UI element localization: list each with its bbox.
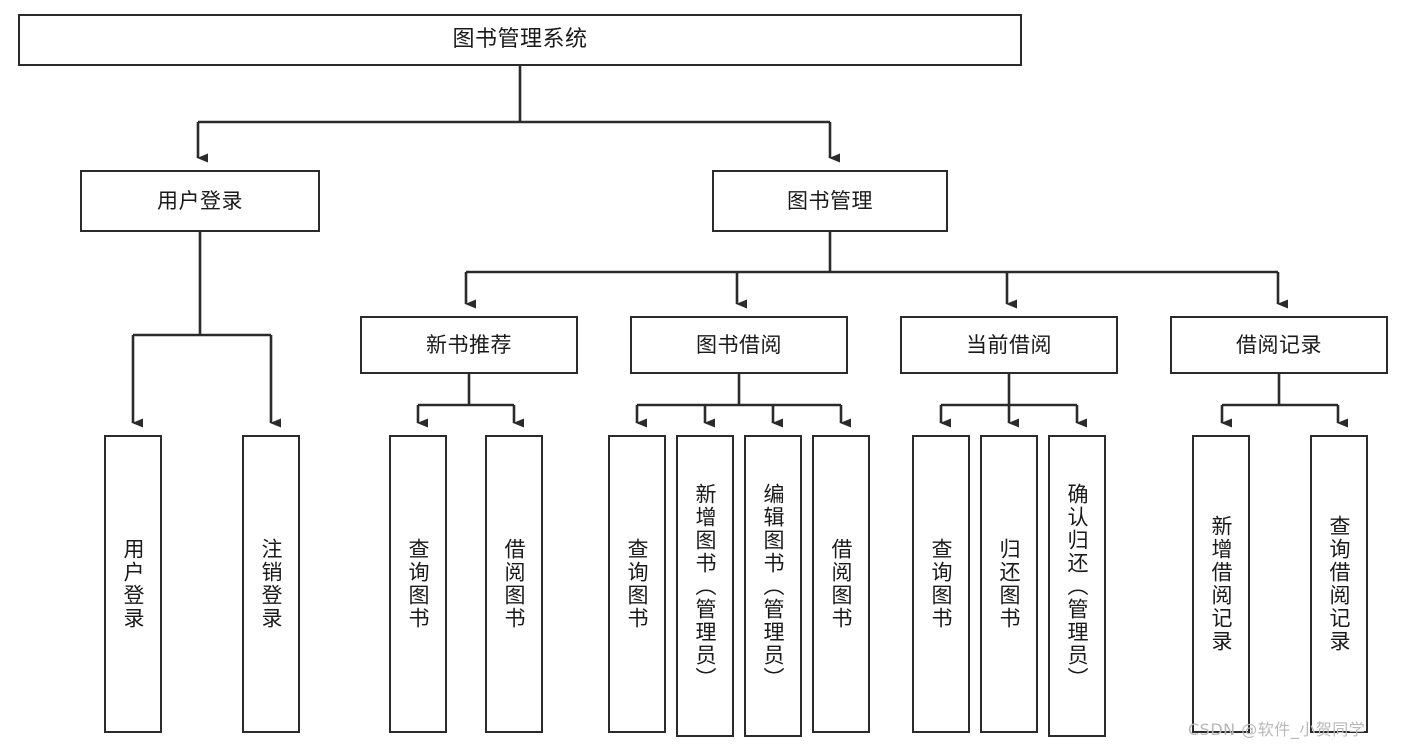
leaf-current-query-book[interactable]: 查询图书 xyxy=(912,435,970,733)
node-label: 借阅记录 xyxy=(1236,332,1322,357)
node-label: 新增借阅记录 xyxy=(1209,515,1234,653)
node-current-borrow[interactable]: 当前借阅 xyxy=(900,316,1118,374)
node-label: 当前借阅 xyxy=(966,332,1052,357)
node-label: 查询图书 xyxy=(406,538,431,630)
node-label: 图书管理系统 xyxy=(452,27,588,53)
node-label: 确认归还（管理员） xyxy=(1065,482,1090,690)
node-user-login[interactable]: 用户登录 xyxy=(80,170,320,232)
node-label: 查询图书 xyxy=(929,538,954,630)
node-label: 用户登录 xyxy=(157,188,243,213)
leaf-user-login[interactable]: 用户登录 xyxy=(104,435,162,733)
node-label: 图书管理 xyxy=(787,188,873,213)
leaf-borrow-edit-book-admin[interactable]: 编辑图书（管理员） xyxy=(744,435,802,737)
watermark-text: CSDN @软件_小贺同学 xyxy=(1188,720,1366,739)
node-borrow-record[interactable]: 借阅记录 xyxy=(1170,316,1388,374)
node-book-manage[interactable]: 图书管理 xyxy=(712,170,948,232)
node-label: 查询借阅记录 xyxy=(1327,515,1352,653)
node-label: 查询图书 xyxy=(625,538,650,630)
node-label: 编辑图书（管理员） xyxy=(761,482,786,690)
node-label: 借阅图书 xyxy=(502,538,527,630)
leaf-record-add-record[interactable]: 新增借阅记录 xyxy=(1192,435,1250,733)
node-root-system[interactable]: 图书管理系统 xyxy=(18,14,1022,66)
node-book-borrow[interactable]: 图书借阅 xyxy=(630,316,848,374)
node-label: 借阅图书 xyxy=(829,538,854,630)
node-label: 用户登录 xyxy=(121,538,146,630)
node-new-book-recommend[interactable]: 新书推荐 xyxy=(360,316,578,374)
node-label: 注销登录 xyxy=(259,538,284,630)
node-label: 新书推荐 xyxy=(426,332,512,357)
leaf-current-confirm-return-admin[interactable]: 确认归还（管理员） xyxy=(1048,435,1106,737)
leaf-current-return-book[interactable]: 归还图书 xyxy=(980,435,1038,733)
leaf-logout-login[interactable]: 注销登录 xyxy=(242,435,300,733)
leaf-newbook-borrow-book[interactable]: 借阅图书 xyxy=(485,435,543,733)
node-label: 归还图书 xyxy=(997,538,1022,630)
leaf-borrow-add-book-admin[interactable]: 新增图书（管理员） xyxy=(676,435,734,737)
leaf-newbook-query-book[interactable]: 查询图书 xyxy=(389,435,447,733)
node-label: 新增图书（管理员） xyxy=(693,482,718,690)
leaf-borrow-query-book[interactable]: 查询图书 xyxy=(608,435,666,733)
node-label: 图书借阅 xyxy=(696,332,782,357)
leaf-record-query-record[interactable]: 查询借阅记录 xyxy=(1310,435,1368,733)
leaf-borrow-borrow-book[interactable]: 借阅图书 xyxy=(812,435,870,733)
